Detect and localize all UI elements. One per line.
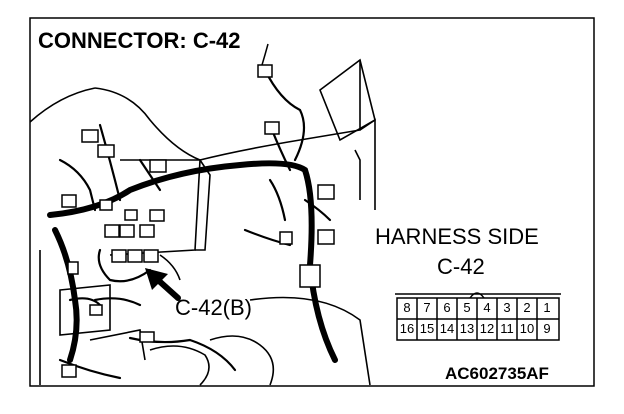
pin-number: 9	[543, 321, 551, 336]
pin-number: 13	[459, 321, 475, 336]
pin-number: 3	[503, 300, 511, 315]
vehicle-body-outline	[29, 58, 376, 386]
pin-number: 2	[523, 300, 531, 315]
figure-frame	[29, 17, 595, 387]
pin-number: 6	[443, 300, 451, 315]
figure-code: AC602735AF	[445, 364, 549, 383]
figure-title: CONNECTOR: C-42	[38, 28, 241, 53]
title-leader-line	[261, 43, 269, 66]
pin-number: 11	[500, 321, 514, 336]
pin-number: 1	[543, 300, 551, 315]
connector-callout-label: C-42(B)	[175, 295, 253, 320]
pin-number: 5	[463, 300, 471, 315]
pin-number: 10	[519, 321, 535, 336]
harness-side-connector-id: C-42	[437, 254, 485, 279]
harness-side-label: HARNESS SIDE	[375, 224, 539, 249]
pin-number: 4	[483, 300, 491, 315]
connector-blocks	[61, 64, 335, 378]
pin-number: 8	[403, 300, 411, 315]
pin-number: 16	[399, 321, 415, 336]
connector-pin-grid: 8 7 6 5 4 3 2 1 16 15 14 13 12 11 10 9	[397, 298, 559, 340]
pin-number: 14	[439, 321, 455, 336]
pin-number: 7	[423, 300, 431, 315]
pin-number: 12	[479, 321, 495, 336]
pin-number: 15	[419, 321, 435, 336]
callout-arrow	[145, 268, 181, 301]
harness-side-connector-face	[395, 292, 561, 341]
